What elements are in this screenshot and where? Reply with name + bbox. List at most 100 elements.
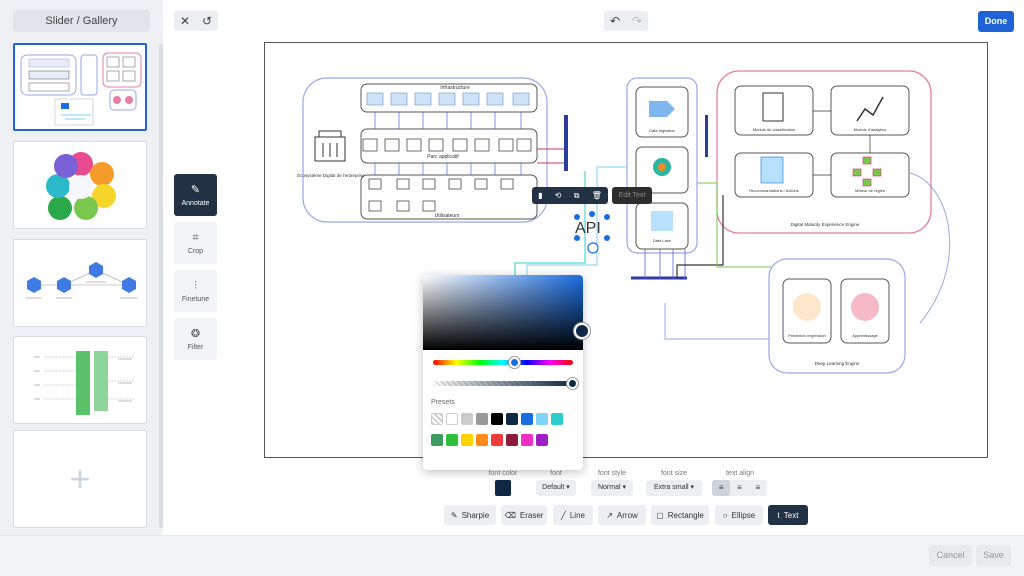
line-label: Line xyxy=(569,510,585,520)
align-icon[interactable]: ▮ xyxy=(538,191,543,200)
tool-label: Filter xyxy=(187,343,204,351)
slide-thumbnail-2[interactable] xyxy=(13,141,147,229)
color-swatch[interactable] xyxy=(491,413,503,425)
tool-panel: ✎ Annotate ⌗ Crop ⫶ Finetune ❂ Filter xyxy=(174,174,217,366)
label-api[interactable]: API xyxy=(575,220,601,237)
rectangle-button[interactable]: ▢Rectangle xyxy=(651,505,709,525)
eraser-button[interactable]: ⌫Eraser xyxy=(501,505,547,525)
label-prediction: Prédiction regression xyxy=(788,333,826,338)
color-swatch[interactable] xyxy=(431,434,443,446)
tool-filter[interactable]: ❂ Filter xyxy=(174,318,217,360)
label-infrastructure: Infrastructure xyxy=(440,85,470,91)
font-style-dropdown[interactable]: Normal ▾ xyxy=(591,480,633,496)
enterprise-group xyxy=(302,77,548,223)
parc-box xyxy=(360,128,538,164)
filter-icon: ❂ xyxy=(190,327,201,340)
label-classif: Module de classification xyxy=(753,127,795,132)
font-color-label: font color xyxy=(488,470,518,477)
rectangle-label: Rectangle xyxy=(667,510,704,520)
color-picker-popup: Presets xyxy=(423,275,590,470)
color-swatch[interactable] xyxy=(476,413,488,425)
history-icon[interactable]: ↺ xyxy=(201,14,213,28)
color-swatch[interactable] xyxy=(476,434,488,446)
undo-redo-group: ↶ ↷ xyxy=(604,11,648,31)
label-ecosystem: Écosystème Digital de l'entreprise xyxy=(297,172,365,178)
slide-thumbnail-3[interactable] xyxy=(13,239,147,327)
opacity-handle[interactable] xyxy=(567,378,578,389)
color-spectrum[interactable] xyxy=(423,275,583,350)
color-swatch[interactable] xyxy=(491,434,503,446)
color-swatch[interactable] xyxy=(506,434,518,446)
trash-icon[interactable]: 🗑 xyxy=(591,191,602,200)
crop-icon: ⌗ xyxy=(192,231,199,244)
image-canvas[interactable]: Infrastructure Parc applicatif Utilisate… xyxy=(264,42,988,458)
tool-label: Crop xyxy=(187,247,204,255)
tool-finetune[interactable]: ⫶ Finetune xyxy=(174,270,217,312)
sidebar-scrollbar[interactable] xyxy=(159,44,163,528)
add-slide-button[interactable]: + xyxy=(13,430,147,528)
slide-thumbnail-4[interactable] xyxy=(13,336,147,424)
spectrum-handle[interactable] xyxy=(574,323,590,339)
arrow-button[interactable]: ↗Arrow xyxy=(598,505,646,525)
slide-thumbnail-1[interactable] xyxy=(13,43,147,131)
hue-handle[interactable] xyxy=(509,357,520,368)
label-apprentissage: Apprentissage xyxy=(852,333,878,338)
save-button[interactable]: Save xyxy=(976,545,1011,566)
color-swatch[interactable] xyxy=(446,434,458,446)
font-size-dropdown[interactable]: Extra small ▾ xyxy=(646,480,702,496)
font-color-button[interactable] xyxy=(495,480,511,496)
close-history-group: ✕ ↺ xyxy=(174,11,218,31)
color-swatch[interactable] xyxy=(431,413,443,425)
label-users: Utilisateurs xyxy=(435,213,460,219)
tool-annotate[interactable]: ✎ Annotate xyxy=(174,174,217,216)
color-swatch[interactable] xyxy=(461,413,473,425)
label-parc: Parc applicatif xyxy=(427,154,459,160)
color-swatch[interactable] xyxy=(521,413,533,425)
arrow-icon: ↗ xyxy=(606,510,613,520)
align-left-icon[interactable]: ≡ xyxy=(712,480,731,496)
color-swatch[interactable] xyxy=(536,413,548,425)
rectangle-icon: ▢ xyxy=(656,510,664,520)
text-align-group: ≡ ≡ ≡ xyxy=(712,480,767,496)
color-swatch[interactable] xyxy=(521,434,533,446)
line-icon: ╱ xyxy=(561,510,566,520)
edit-text-button[interactable]: Edit Text xyxy=(612,187,652,204)
color-swatch[interactable] xyxy=(536,434,548,446)
sharpie-button[interactable]: ✎Sharpie xyxy=(444,505,496,525)
opacity-slider[interactable] xyxy=(433,381,573,386)
preset-swatches xyxy=(431,413,579,455)
color-swatch[interactable] xyxy=(446,413,458,425)
done-button[interactable]: Done xyxy=(978,11,1014,32)
color-swatch[interactable] xyxy=(551,413,563,425)
text-shape-toolbar: ▮ ⟲ ⧉ 🗑 xyxy=(532,187,608,204)
sharpie-icon: ✎ xyxy=(450,510,458,520)
redo-icon[interactable]: ↷ xyxy=(631,14,643,28)
duplicate-icon[interactable]: ⧉ xyxy=(573,190,580,200)
color-swatch[interactable] xyxy=(506,413,518,425)
eraser-icon: ⌫ xyxy=(504,510,516,520)
sidebar-title: Slider / Gallery xyxy=(13,10,150,32)
arrow-label: Arrow xyxy=(616,510,638,520)
hue-slider[interactable] xyxy=(433,360,573,365)
align-right-icon[interactable]: ≡ xyxy=(755,483,761,492)
rotate-icon[interactable]: ⟲ xyxy=(554,191,562,200)
close-icon[interactable]: ✕ xyxy=(179,14,191,28)
font-dropdown[interactable]: Default ▾ xyxy=(536,480,576,496)
sliders-icon: ⫶ xyxy=(194,279,197,292)
cancel-button[interactable]: Cancel xyxy=(929,545,972,566)
align-center-icon[interactable]: ≡ xyxy=(737,483,742,492)
ellipse-icon: ○ xyxy=(722,510,728,520)
line-button[interactable]: ╱Line xyxy=(553,505,593,525)
color-swatch[interactable] xyxy=(461,434,473,446)
tool-crop[interactable]: ⌗ Crop xyxy=(174,222,217,264)
eraser-label: Eraser xyxy=(519,510,544,520)
font-label: font xyxy=(550,470,562,477)
undo-icon[interactable]: ↶ xyxy=(609,14,621,28)
font-size-label: font size xyxy=(660,470,688,477)
label-ingestion: Data Ingestion xyxy=(649,128,675,133)
ellipse-button[interactable]: ○Ellipse xyxy=(715,505,763,525)
label-reco: Recommandations / Actions xyxy=(749,188,799,193)
ellipse-label: Ellipse xyxy=(731,510,756,520)
pencil-icon: ✎ xyxy=(190,183,201,196)
